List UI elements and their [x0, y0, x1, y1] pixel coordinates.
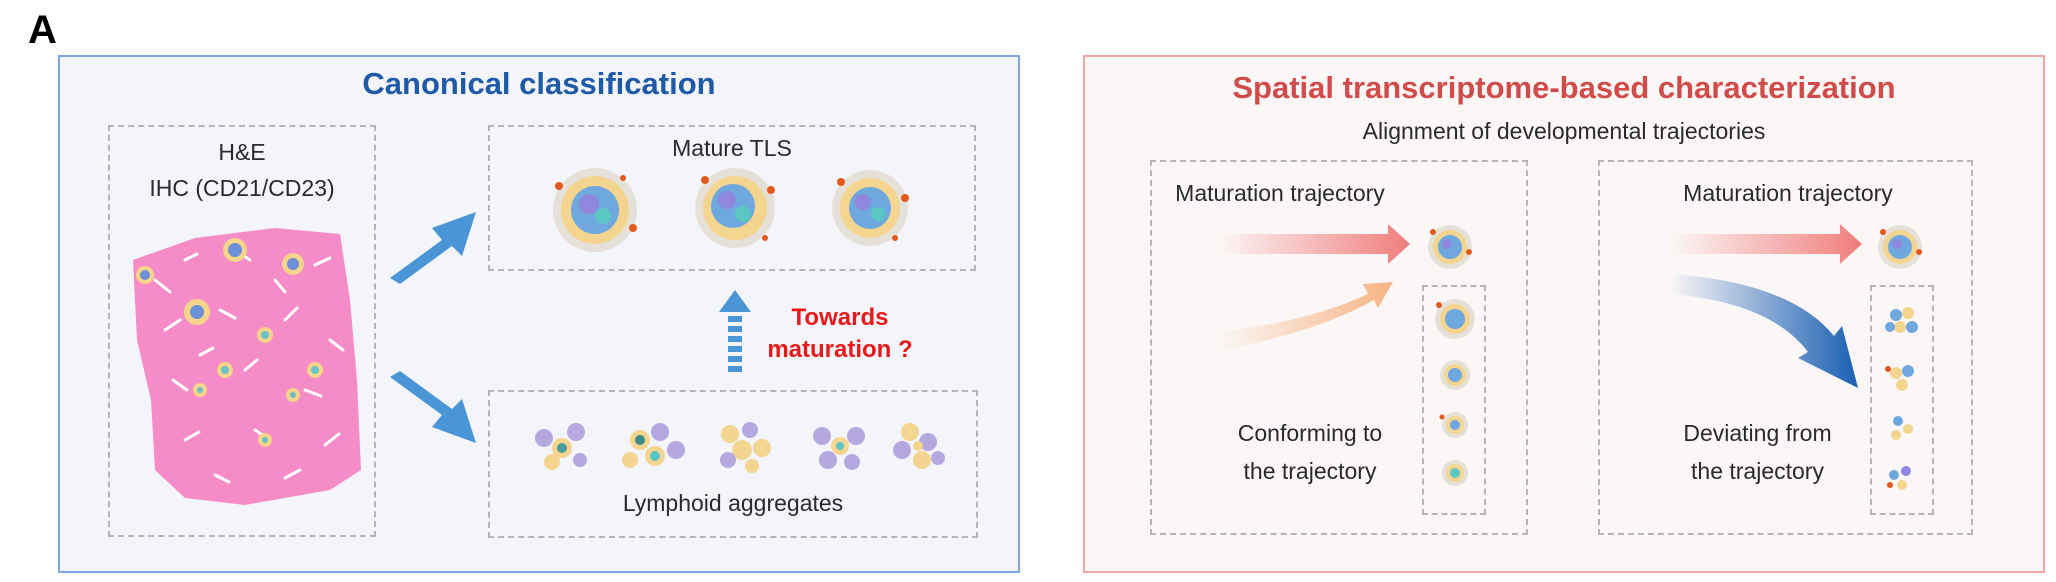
conforming-stage-icons — [1435, 299, 1475, 486]
mature-tls-cluster-1 — [553, 168, 637, 252]
deviating-caption-2: the trajectory — [1691, 458, 1824, 484]
mature-tls-box — [488, 125, 976, 271]
aggregate-3 — [720, 422, 771, 473]
deviating-heading: Maturation trajectory — [1683, 180, 1893, 206]
deviating-stage-icons — [1885, 307, 1918, 490]
aggregate-5 — [893, 423, 945, 469]
spatial-subtitle: Alignment of developmental trajectories — [1362, 118, 1766, 144]
towards-maturation-line-2: maturation ? — [767, 336, 913, 363]
stain-label-ihc: IHC (CD21/CD23) — [149, 175, 335, 201]
stain-label-he: H&E — [218, 139, 266, 165]
towards-maturation-arrow-icon — [719, 290, 751, 372]
aggregate-4 — [813, 427, 865, 470]
tissue-section-image — [133, 228, 361, 505]
spatial-characterization-panel — [1083, 55, 2045, 573]
mature-tls-illustration — [553, 168, 909, 252]
conforming-caption-1: Conforming to — [1237, 420, 1383, 446]
deviating-box — [1598, 160, 1973, 535]
conforming-trajectory-arrows — [1218, 224, 1410, 350]
arrow-to-aggregates-icon — [390, 371, 476, 443]
lymphoid-aggregates-illustration — [535, 422, 945, 473]
lymphoid-aggregates-label: Lymphoid aggregates — [622, 490, 844, 516]
canonical-title: Canonical classification — [362, 66, 716, 101]
arrow-to-mature-icon — [390, 212, 476, 284]
deviating-caption-1: Deviating from — [1683, 420, 1832, 446]
towards-maturation-line-1: Towards — [791, 304, 889, 331]
conforming-heading: Maturation trajectory — [1175, 180, 1385, 206]
conforming-stage-column — [1422, 285, 1486, 515]
deviating-mature-tls-icon — [1878, 225, 1922, 269]
stain-box — [108, 125, 376, 537]
conforming-mature-tls-icon — [1428, 225, 1472, 269]
conforming-caption-2: the trajectory — [1243, 458, 1377, 484]
mature-tls-cluster-2 — [695, 168, 775, 248]
mature-tls-label: Mature TLS — [672, 135, 792, 161]
aggregate-1 — [535, 423, 587, 470]
lymphoid-aggregates-box — [488, 390, 978, 538]
deviating-stage-column — [1870, 285, 1934, 515]
mature-tls-cluster-3 — [832, 170, 909, 246]
conforming-box — [1150, 160, 1528, 535]
panel-label: A — [28, 8, 57, 52]
deviating-trajectory-arrows — [1670, 224, 1862, 388]
spatial-title: Spatial transcriptome-based characteriza… — [1232, 70, 1896, 105]
aggregate-2 — [622, 423, 685, 468]
